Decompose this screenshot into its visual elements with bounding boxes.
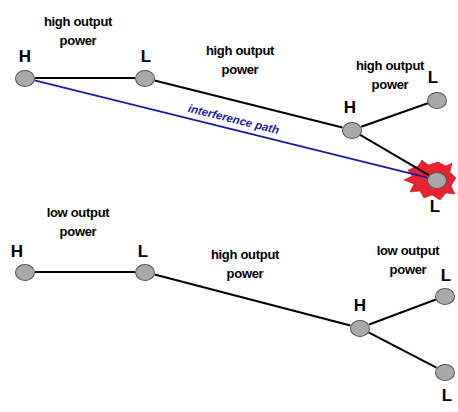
network-node: H [15,264,35,281]
node-role: L [141,48,151,66]
link-line [369,299,436,324]
node-role: H [354,297,366,315]
node-role: L [441,267,451,285]
network-node: L [435,288,455,305]
link-line [35,271,135,273]
network-node: H [15,70,35,87]
network-node: H [350,320,370,337]
network-node: L [135,70,155,87]
power-label: high output power [195,245,295,283]
link-line [155,274,351,325]
network-node: L [427,172,447,189]
power-label: low output power [28,203,128,241]
power-label: high output power [190,41,290,79]
node-role: H [344,99,356,117]
link-line [361,103,428,126]
edge-label: interference path [187,102,280,136]
network-node: L [427,92,447,109]
network-node: H [342,122,362,139]
node-role: L [430,198,440,216]
node-role: H [19,48,31,66]
node-role: L [428,69,438,87]
power-label: high output power [28,12,128,50]
node-role: L [138,243,148,261]
link-line [369,332,437,367]
link-line [35,80,428,177]
network-node: L [135,264,155,281]
node-role: H [11,243,23,261]
power-label: high output power [340,56,440,94]
link-line [35,77,135,79]
network-node: L [435,364,455,381]
power-label: low output power [358,241,458,279]
node-role: L [442,387,452,405]
